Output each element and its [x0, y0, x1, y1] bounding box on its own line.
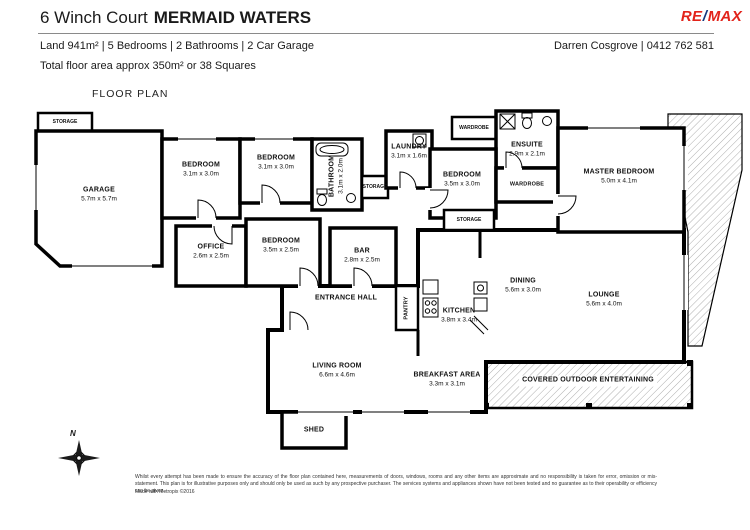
walls-rooms	[34, 109, 686, 450]
page-title: 6 Winch Court MERMAID WATERS	[40, 8, 311, 28]
kitchen-appliance-icons	[422, 279, 489, 335]
logo-re: RE	[680, 8, 703, 25]
property-summary: Land 941m² | 5 Bedrooms | 2 Bathrooms | …	[40, 40, 314, 52]
doors	[196, 151, 577, 335]
windows	[32, 124, 688, 416]
sink-icon	[346, 193, 356, 203]
bath-icon	[315, 142, 349, 157]
header-divider	[38, 33, 714, 34]
room-label-outdoor: COVERED OUTDOOR ENTERTAINING	[519, 375, 657, 387]
room-label-entrance-hall: ENTRANCE HALL	[314, 294, 378, 302]
room-label-storage-hall: STORAGE	[362, 183, 388, 190]
agent-contact: Darren Cosgrove | 0412 762 581	[553, 40, 714, 52]
total-area: Total floor area approx 350m² or 38 Squa…	[40, 60, 256, 72]
compass-icon	[58, 440, 100, 476]
room-label-pantry: PANTRY	[403, 296, 410, 320]
ensuite-sink-icon	[542, 116, 552, 126]
disclaimer-text: Whilst every attempt has been made to en…	[135, 474, 657, 494]
remax-logo: RE/MAX	[681, 8, 742, 25]
logo-max: MAX	[707, 8, 742, 25]
room-label-storage-top-left: STORAGE	[52, 118, 78, 125]
logo-slash: /	[702, 8, 708, 25]
address-text: 6 Winch Court	[40, 8, 148, 27]
suburb-text: MERMAID WATERS	[153, 8, 312, 27]
credit-text: Made with Metropix ©2016	[135, 489, 195, 495]
room-label-wardrobe-master: WARDROBE	[509, 181, 545, 188]
laundry-tub-icon	[412, 133, 427, 148]
room-label-storage-mid: STORAGE	[456, 216, 482, 223]
shower-icon	[499, 113, 516, 130]
room-label-wardrobe-top: WARDROBE	[459, 124, 489, 131]
plan-title: FLOOR PLAN	[92, 88, 169, 100]
walls-open-region	[266, 228, 686, 414]
room-label-shed: SHED	[303, 426, 325, 434]
ensuite-toilet-icon	[521, 112, 533, 129]
toilet-icon	[316, 188, 328, 206]
compass-north-label: N	[70, 429, 76, 438]
